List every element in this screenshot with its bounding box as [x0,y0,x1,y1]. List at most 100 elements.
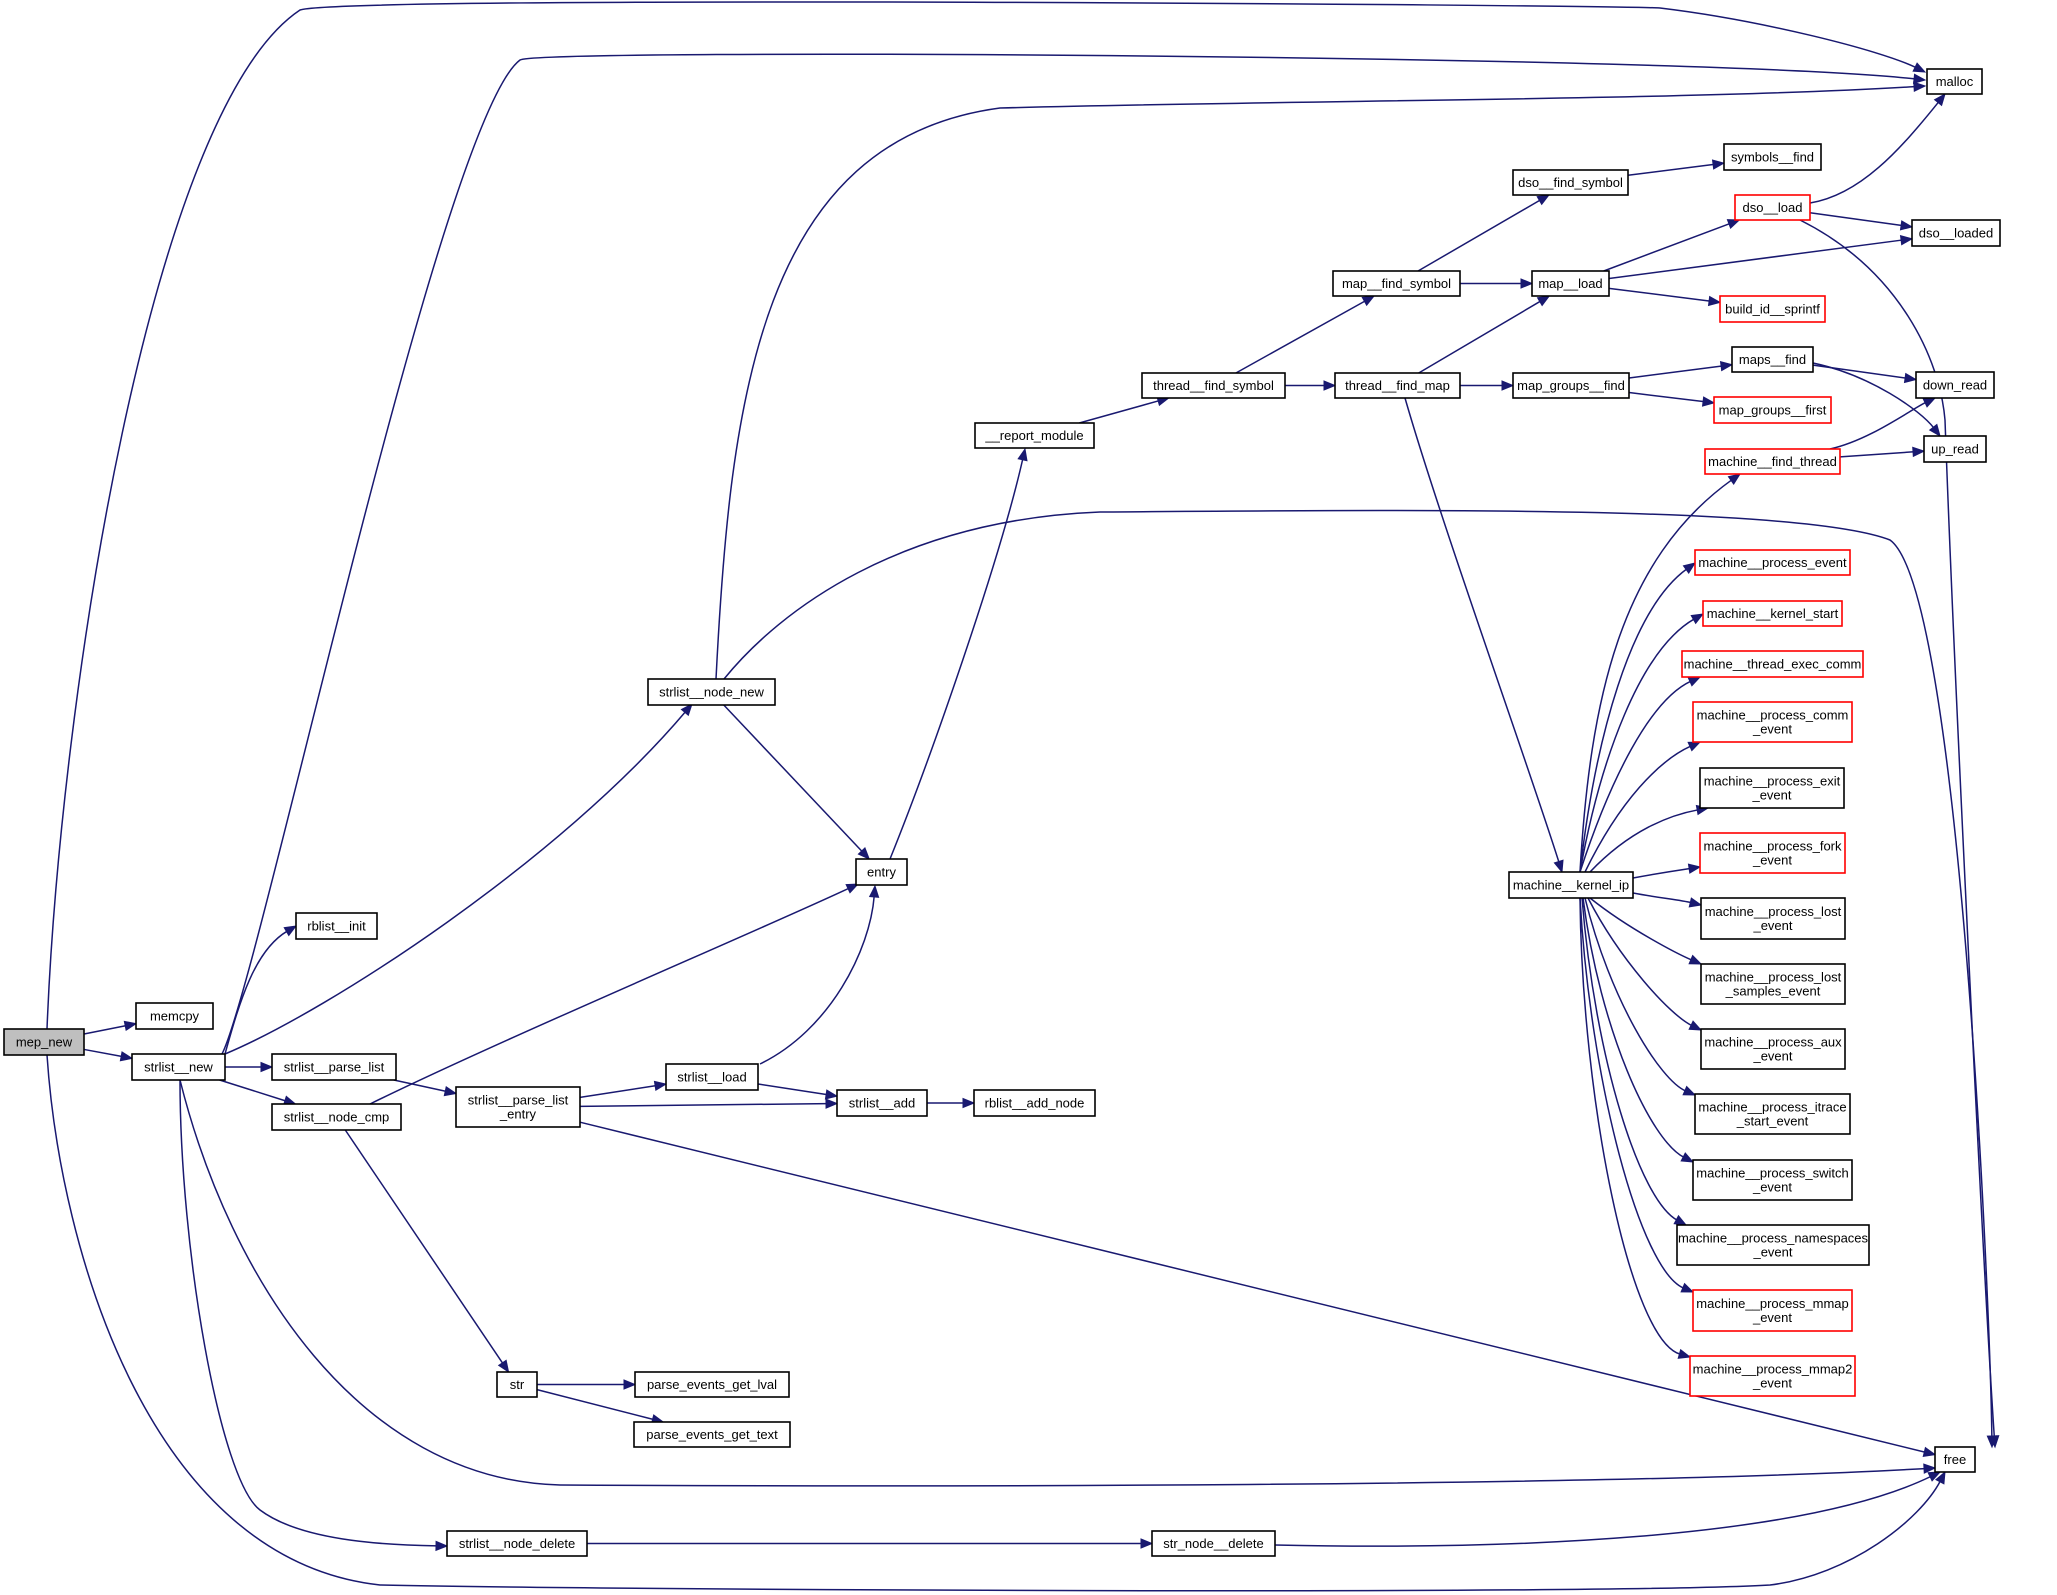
node-box[interactable] [1731,346,1814,373]
node-box[interactable] [1512,169,1629,196]
node-box[interactable] [665,1063,759,1091]
node-map-load[interactable]: map__load [1531,270,1610,297]
node-str-node-delete[interactable]: str_node__delete [1151,1530,1276,1557]
node-machine-process-fork-event[interactable]: machine__process_fork_event [1699,832,1846,874]
node-machine-process-switch-event[interactable]: machine__process_switch_event [1692,1159,1853,1201]
node-box[interactable] [295,912,378,940]
node-map-groups-first[interactable]: map_groups__first [1713,396,1832,424]
node-box[interactable] [1911,219,2001,247]
node-box[interactable] [1699,832,1846,874]
node-dso-find-symbol[interactable]: dso__find_symbol [1512,169,1629,196]
node-box[interactable] [455,1086,581,1128]
node-strlist-node-cmp[interactable]: strlist__node_cmp [271,1103,402,1131]
node-symbols-find[interactable]: symbols__find [1723,143,1822,171]
node-strlist-node-new[interactable]: strlist__node_new [647,678,776,706]
node-box[interactable] [131,1053,226,1081]
node-report-module[interactable]: __report_module [974,422,1095,449]
node-up-read[interactable]: up_read [1923,435,1987,463]
node-machine-process-mmap2-event[interactable]: machine__process_mmap2_event [1689,1355,1856,1397]
node-down-read[interactable]: down_read [1915,371,1995,399]
node-box[interactable] [1512,372,1630,399]
node-build-id-sprintf[interactable]: build_id__sprintf [1719,295,1826,323]
node-mep-new[interactable]: mep_new [3,1028,85,1056]
node-dso-loaded[interactable]: dso__loaded [1911,219,2001,247]
node-box[interactable] [1700,963,1846,1005]
node-box[interactable] [836,1089,928,1117]
node-machine-process-mmap-event[interactable]: machine__process_mmap_event [1692,1289,1853,1332]
node-box[interactable] [1699,767,1845,809]
node-box[interactable] [1713,396,1832,424]
node-box[interactable] [135,1002,214,1030]
node-strlist-parse-list[interactable]: strlist__parse_list [271,1053,397,1081]
node-box[interactable] [1694,1093,1851,1135]
node-malloc[interactable]: malloc [1926,68,1983,95]
node-box[interactable] [1141,372,1286,399]
node-machine-process-exit-event[interactable]: machine__process_exit_event [1699,767,1845,809]
node-rblist-init[interactable]: rblist__init [295,912,378,940]
node-map-find-symbol[interactable]: map__find_symbol [1332,270,1461,297]
node-box[interactable] [446,1530,588,1557]
node-strlist-add[interactable]: strlist__add [836,1089,928,1117]
node-box[interactable] [1923,435,1987,463]
node-machine-kernel-ip[interactable]: machine__kernel_ip [1508,871,1634,899]
node-box[interactable] [1700,1028,1846,1070]
node-machine-process-aux-event[interactable]: machine__process_aux_event [1700,1028,1846,1070]
node-box[interactable] [974,422,1095,449]
node-strlist-new[interactable]: strlist__new [131,1053,226,1081]
node-machine-kernel-start[interactable]: machine__kernel_start [1702,600,1843,627]
node-box[interactable] [647,678,776,706]
node-box[interactable] [855,858,908,886]
node-box[interactable] [1681,650,1864,678]
node-dso-load[interactable]: dso__load [1734,194,1811,221]
node-box[interactable] [1689,1355,1856,1397]
node-box[interactable] [271,1053,397,1081]
node-box[interactable] [1934,1446,1976,1473]
node-machine-process-itrace-start-event[interactable]: machine__process_itrace_start_event [1694,1093,1851,1135]
node-box[interactable] [3,1028,85,1056]
node-box[interactable] [1702,600,1843,627]
node-box[interactable] [1719,295,1826,323]
node-machine-process-comm-event[interactable]: machine__process_comm_event [1692,701,1853,743]
node-box[interactable] [1704,448,1841,475]
node-parse-events-get-lval[interactable]: parse_events_get_lval [634,1371,790,1398]
node-strlist-parse-list-entry[interactable]: strlist__parse_list_entry [455,1086,581,1128]
node-machine-process-lost-event[interactable]: machine__process_lost_event [1700,897,1846,940]
node-parse-events-get-text[interactable]: parse_events_get_text [633,1421,791,1448]
node-box[interactable] [271,1103,402,1131]
node-box[interactable] [1692,701,1853,743]
node-box[interactable] [1723,143,1822,171]
node-box[interactable] [1926,68,1983,95]
node-strlist-node-delete[interactable]: strlist__node_delete [446,1530,588,1557]
node-box[interactable] [973,1089,1096,1117]
node-box[interactable] [1332,270,1461,297]
node-box[interactable] [1700,897,1846,940]
node-box[interactable] [1531,270,1610,297]
node-thread-find-symbol[interactable]: thread__find_symbol [1141,372,1286,399]
node-machine-find-thread[interactable]: machine__find_thread [1704,448,1841,475]
node-machine-process-event[interactable]: machine__process_event [1694,549,1851,576]
node-box[interactable] [633,1421,791,1448]
node-maps-find[interactable]: maps__find [1731,346,1814,373]
node-entry[interactable]: entry [855,858,908,886]
node-box[interactable] [1734,194,1811,221]
node-box[interactable] [1692,1159,1853,1201]
node-box[interactable] [1508,871,1634,899]
node-box[interactable] [496,1371,538,1398]
node-box[interactable] [634,1371,790,1398]
node-machine-process-lost-samples-event[interactable]: machine__process_lost_samples_event [1700,963,1846,1005]
node-free[interactable]: free [1934,1446,1976,1473]
node-str[interactable]: str [496,1371,538,1398]
node-machine-process-namespaces-event[interactable]: machine__process_namespaces_event [1676,1224,1870,1266]
node-rblist-add-node[interactable]: rblist__add_node [973,1089,1096,1117]
node-box[interactable] [1692,1289,1853,1332]
node-box[interactable] [1676,1224,1870,1266]
node-strlist-load[interactable]: strlist__load [665,1063,759,1091]
node-box[interactable] [1334,372,1461,399]
node-thread-find-map[interactable]: thread__find_map [1334,372,1461,399]
node-memcpy[interactable]: memcpy [135,1002,214,1030]
node-map-groups-find[interactable]: map_groups__find [1512,372,1630,399]
node-box[interactable] [1915,371,1995,399]
node-box[interactable] [1694,549,1851,576]
node-box[interactable] [1151,1530,1276,1557]
node-machine-thread-exec-comm[interactable]: machine__thread_exec_comm [1681,650,1864,678]
